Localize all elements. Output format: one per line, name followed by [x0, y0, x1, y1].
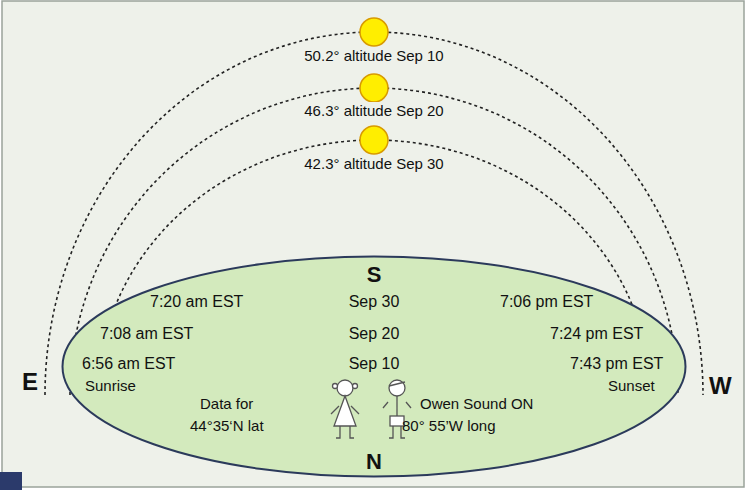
compass-label: S [367, 262, 382, 287]
horizon-ellipse: S 7:20 am EST Sep 30 7:06 pm EST 7:08 am EST… [61, 255, 687, 478]
ellipse-text: Sep 20 [349, 325, 400, 343]
ellipse-text: Data for [200, 395, 253, 412]
compass-label: N [366, 449, 382, 474]
ellipse-text: 6:56 am EST [82, 355, 175, 373]
altitude-label: 42.3° altitude Sep 30 [302, 155, 445, 172]
sun [360, 18, 388, 46]
ellipse-text: 80° 55’W long [402, 417, 496, 434]
children-figures [331, 380, 411, 438]
sun [360, 126, 388, 154]
altitude-label: 50.2° altitude Sep 10 [302, 47, 445, 64]
ellipse-text: Sep 30 [349, 293, 400, 311]
ellipse-text: 7:08 am EST [100, 325, 193, 343]
ellipse-text: 7:20 am EST [150, 293, 243, 311]
ellipse-text: Sunset [608, 377, 655, 394]
ellipse-text: 7:24 pm EST [550, 325, 643, 343]
ellipse-text: Owen Sound ON [420, 395, 533, 412]
ellipse-text: 7:06 pm EST [500, 293, 593, 311]
ellipse-text: Sunrise [85, 377, 136, 394]
sun [360, 74, 388, 102]
sun-arcs [45, 32, 703, 395]
altitude-label: 46.3° altitude Sep 20 [302, 102, 445, 119]
ellipse-text: 7:43 pm EST [570, 355, 663, 373]
suns [360, 18, 388, 154]
compass-label: W [707, 372, 734, 400]
compass-label: E [20, 368, 40, 396]
ellipse-text: 44°35‘N lat [190, 417, 264, 434]
corner-bar [0, 472, 22, 490]
ellipse-text: Sep 10 [349, 355, 400, 373]
sun-arc [45, 32, 703, 395]
